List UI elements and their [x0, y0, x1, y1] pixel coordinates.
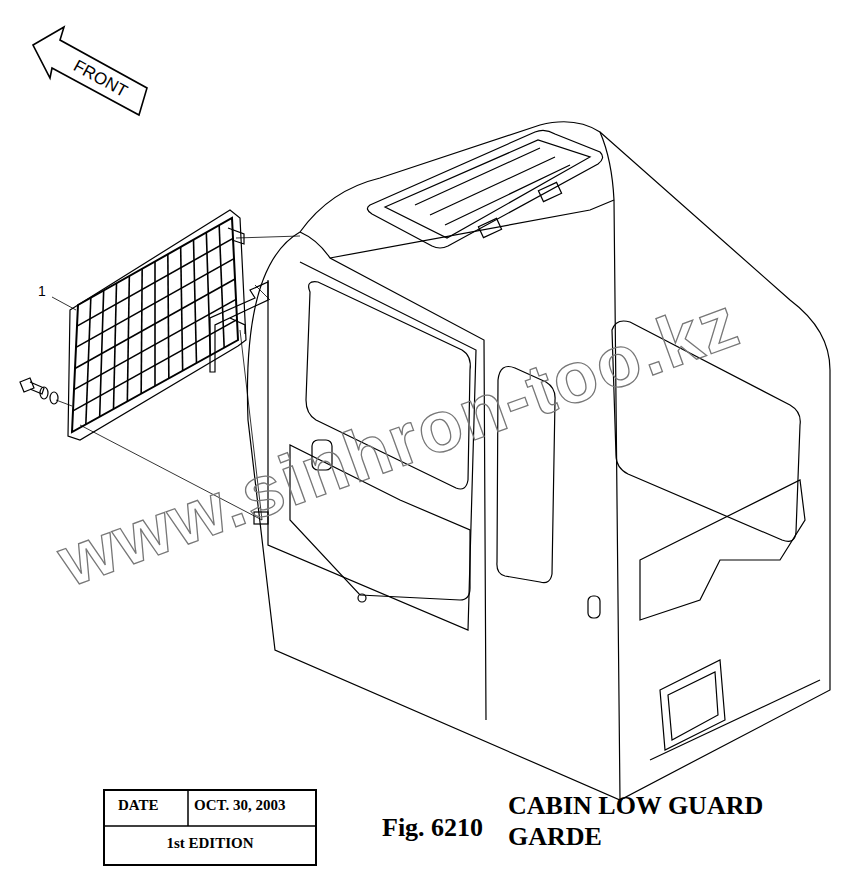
callout-number: 1 [38, 283, 46, 299]
roof-hatch [385, 140, 590, 238]
figure-number: Fig. 6210 [382, 812, 483, 843]
roof-ribs [415, 148, 570, 225]
figure-title: CABIN LOW GUARD GARDE [508, 790, 818, 852]
cabin-edge [600, 132, 620, 800]
table-cell: OCT. 30, 2003 [194, 797, 285, 814]
date-table [104, 790, 316, 865]
cabin-edge [650, 680, 820, 760]
cabin-edge [330, 200, 614, 258]
side-panel [640, 480, 805, 620]
door-lock [358, 594, 366, 602]
washer [40, 387, 48, 399]
guard-bracket [210, 282, 268, 372]
low-guard [68, 210, 246, 440]
access-cover [660, 660, 725, 750]
date-table [104, 790, 316, 826]
latch [588, 596, 600, 618]
leader-line [52, 297, 76, 310]
table-cell: 1st EDITION [104, 835, 316, 852]
hinge [478, 218, 501, 237]
watermark: www.sinhron-too.kz [48, 280, 750, 602]
hinge [538, 182, 561, 201]
washer [50, 392, 58, 404]
table-cell: DATE [118, 797, 159, 814]
front-arrow: FRONT [28, 22, 152, 122]
assembly-line [56, 400, 72, 406]
roof-hatch [367, 130, 602, 248]
